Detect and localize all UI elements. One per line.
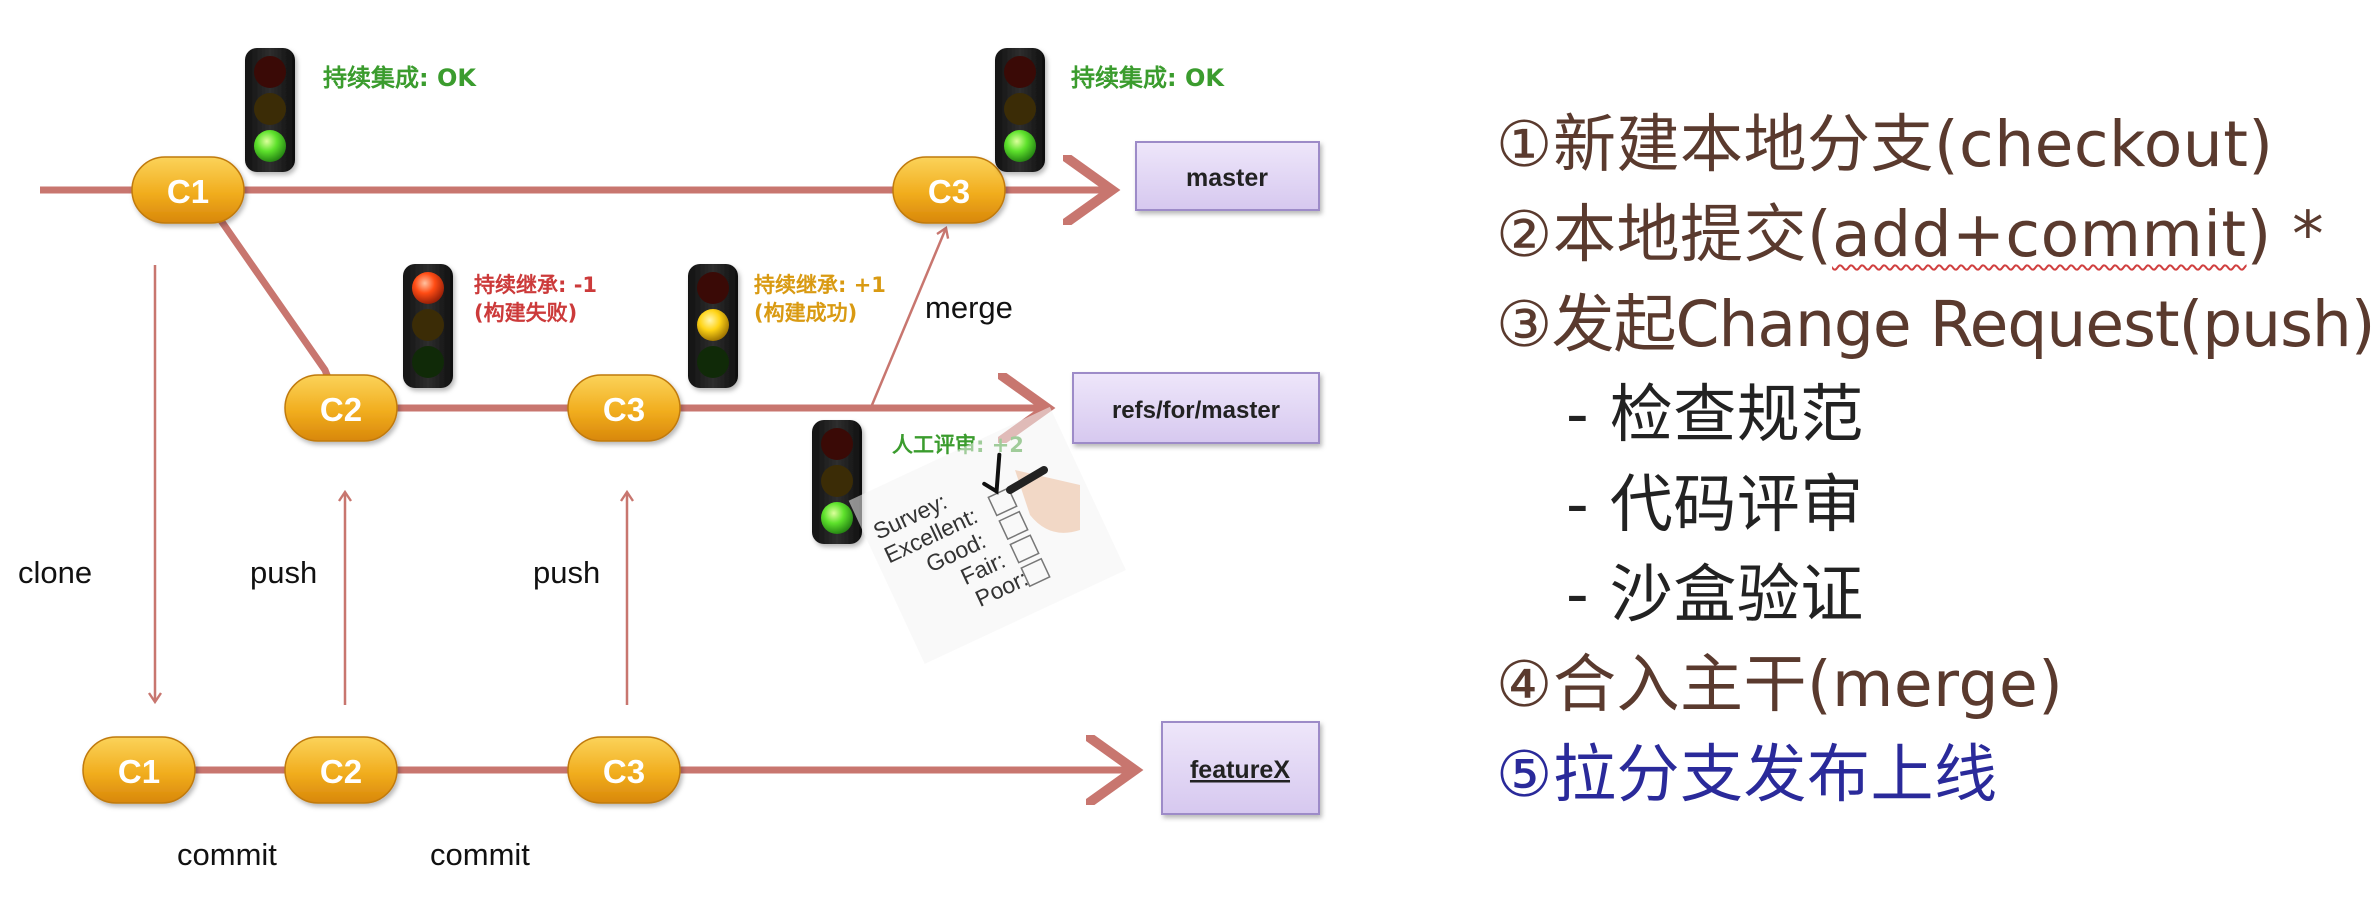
step-3-change-request: ③发起Change Request(push) [1496,288,2374,361]
workflow-steps-list: ①新建本地分支(checkout) ②本地提交(add+commit) * ③发… [1496,100,2374,820]
step-3-sandbox-verify: - 沙盒验证 [1566,558,1864,631]
ci-fail-label-line2: (构建失败) [474,301,577,325]
clone-label: clone [18,555,92,590]
commit-label-2: commit [430,837,530,872]
svg-text:C2: C2 [320,753,362,790]
commit-label-1: commit [177,837,277,872]
traffic-light-master-c3-icon [995,48,1045,172]
pen-hand-icon [1006,466,1080,533]
ci-pass-label-line1: 持续继承: +1 [754,273,886,297]
ci-fail-label-line1: 持续继承: -1 [474,273,597,297]
svg-text:C2: C2 [320,391,362,428]
step-3-code-review: - 代码评审 [1566,468,1864,541]
survey-checklist-image: Survey: Excellent: Good: Fair: Poor: [848,406,1126,664]
traffic-light-fail-icon [403,264,453,388]
refs-label: refs/for/master [1112,397,1280,424]
feature-label: featureX [1190,756,1290,784]
svg-text:C1: C1 [167,173,209,210]
svg-text:C3: C3 [928,173,970,210]
feature-node-c3: C3 [567,736,681,804]
feature-box: featureX [1161,721,1320,815]
step-1-checkout: ①新建本地分支(checkout) [1496,108,2274,181]
refs-node-c3: C3 [567,374,681,442]
traffic-light-review-icon [812,420,862,544]
feature-node-c2: C2 [284,736,398,804]
step-3-check-style: - 检查规范 [1566,378,1864,451]
step-2-commit: ②本地提交(add+commit) * [1496,198,2325,271]
master-node-c3: C3 [892,156,1006,224]
step-5-release: ⑤拉分支发布上线 [1496,738,1998,811]
merge-label: merge [925,290,1013,325]
push-label-2: push [533,555,600,590]
svg-text:C1: C1 [118,753,160,790]
refs-box: refs/for/master [1072,372,1320,444]
master-box: master [1135,141,1320,211]
master-node-c1: C1 [131,156,245,224]
ci-ok-label-1: 持续集成: OK [323,64,477,92]
ci-pass-label-line2: (构建成功) [754,301,857,325]
master-label: master [1186,164,1268,192]
step-4-merge: ④合入主干(merge) [1496,648,2064,721]
svg-text:C3: C3 [603,753,645,790]
ci-ok-label-2: 持续集成: OK [1071,64,1225,92]
refs-node-c2: C2 [284,374,398,442]
push-label-1: push [250,555,317,590]
feature-node-c1: C1 [82,736,196,804]
merge-arrow [870,226,950,406]
svg-text:C3: C3 [603,391,645,428]
traffic-light-master-c1-icon [245,48,295,172]
traffic-light-pass-icon [688,264,738,388]
